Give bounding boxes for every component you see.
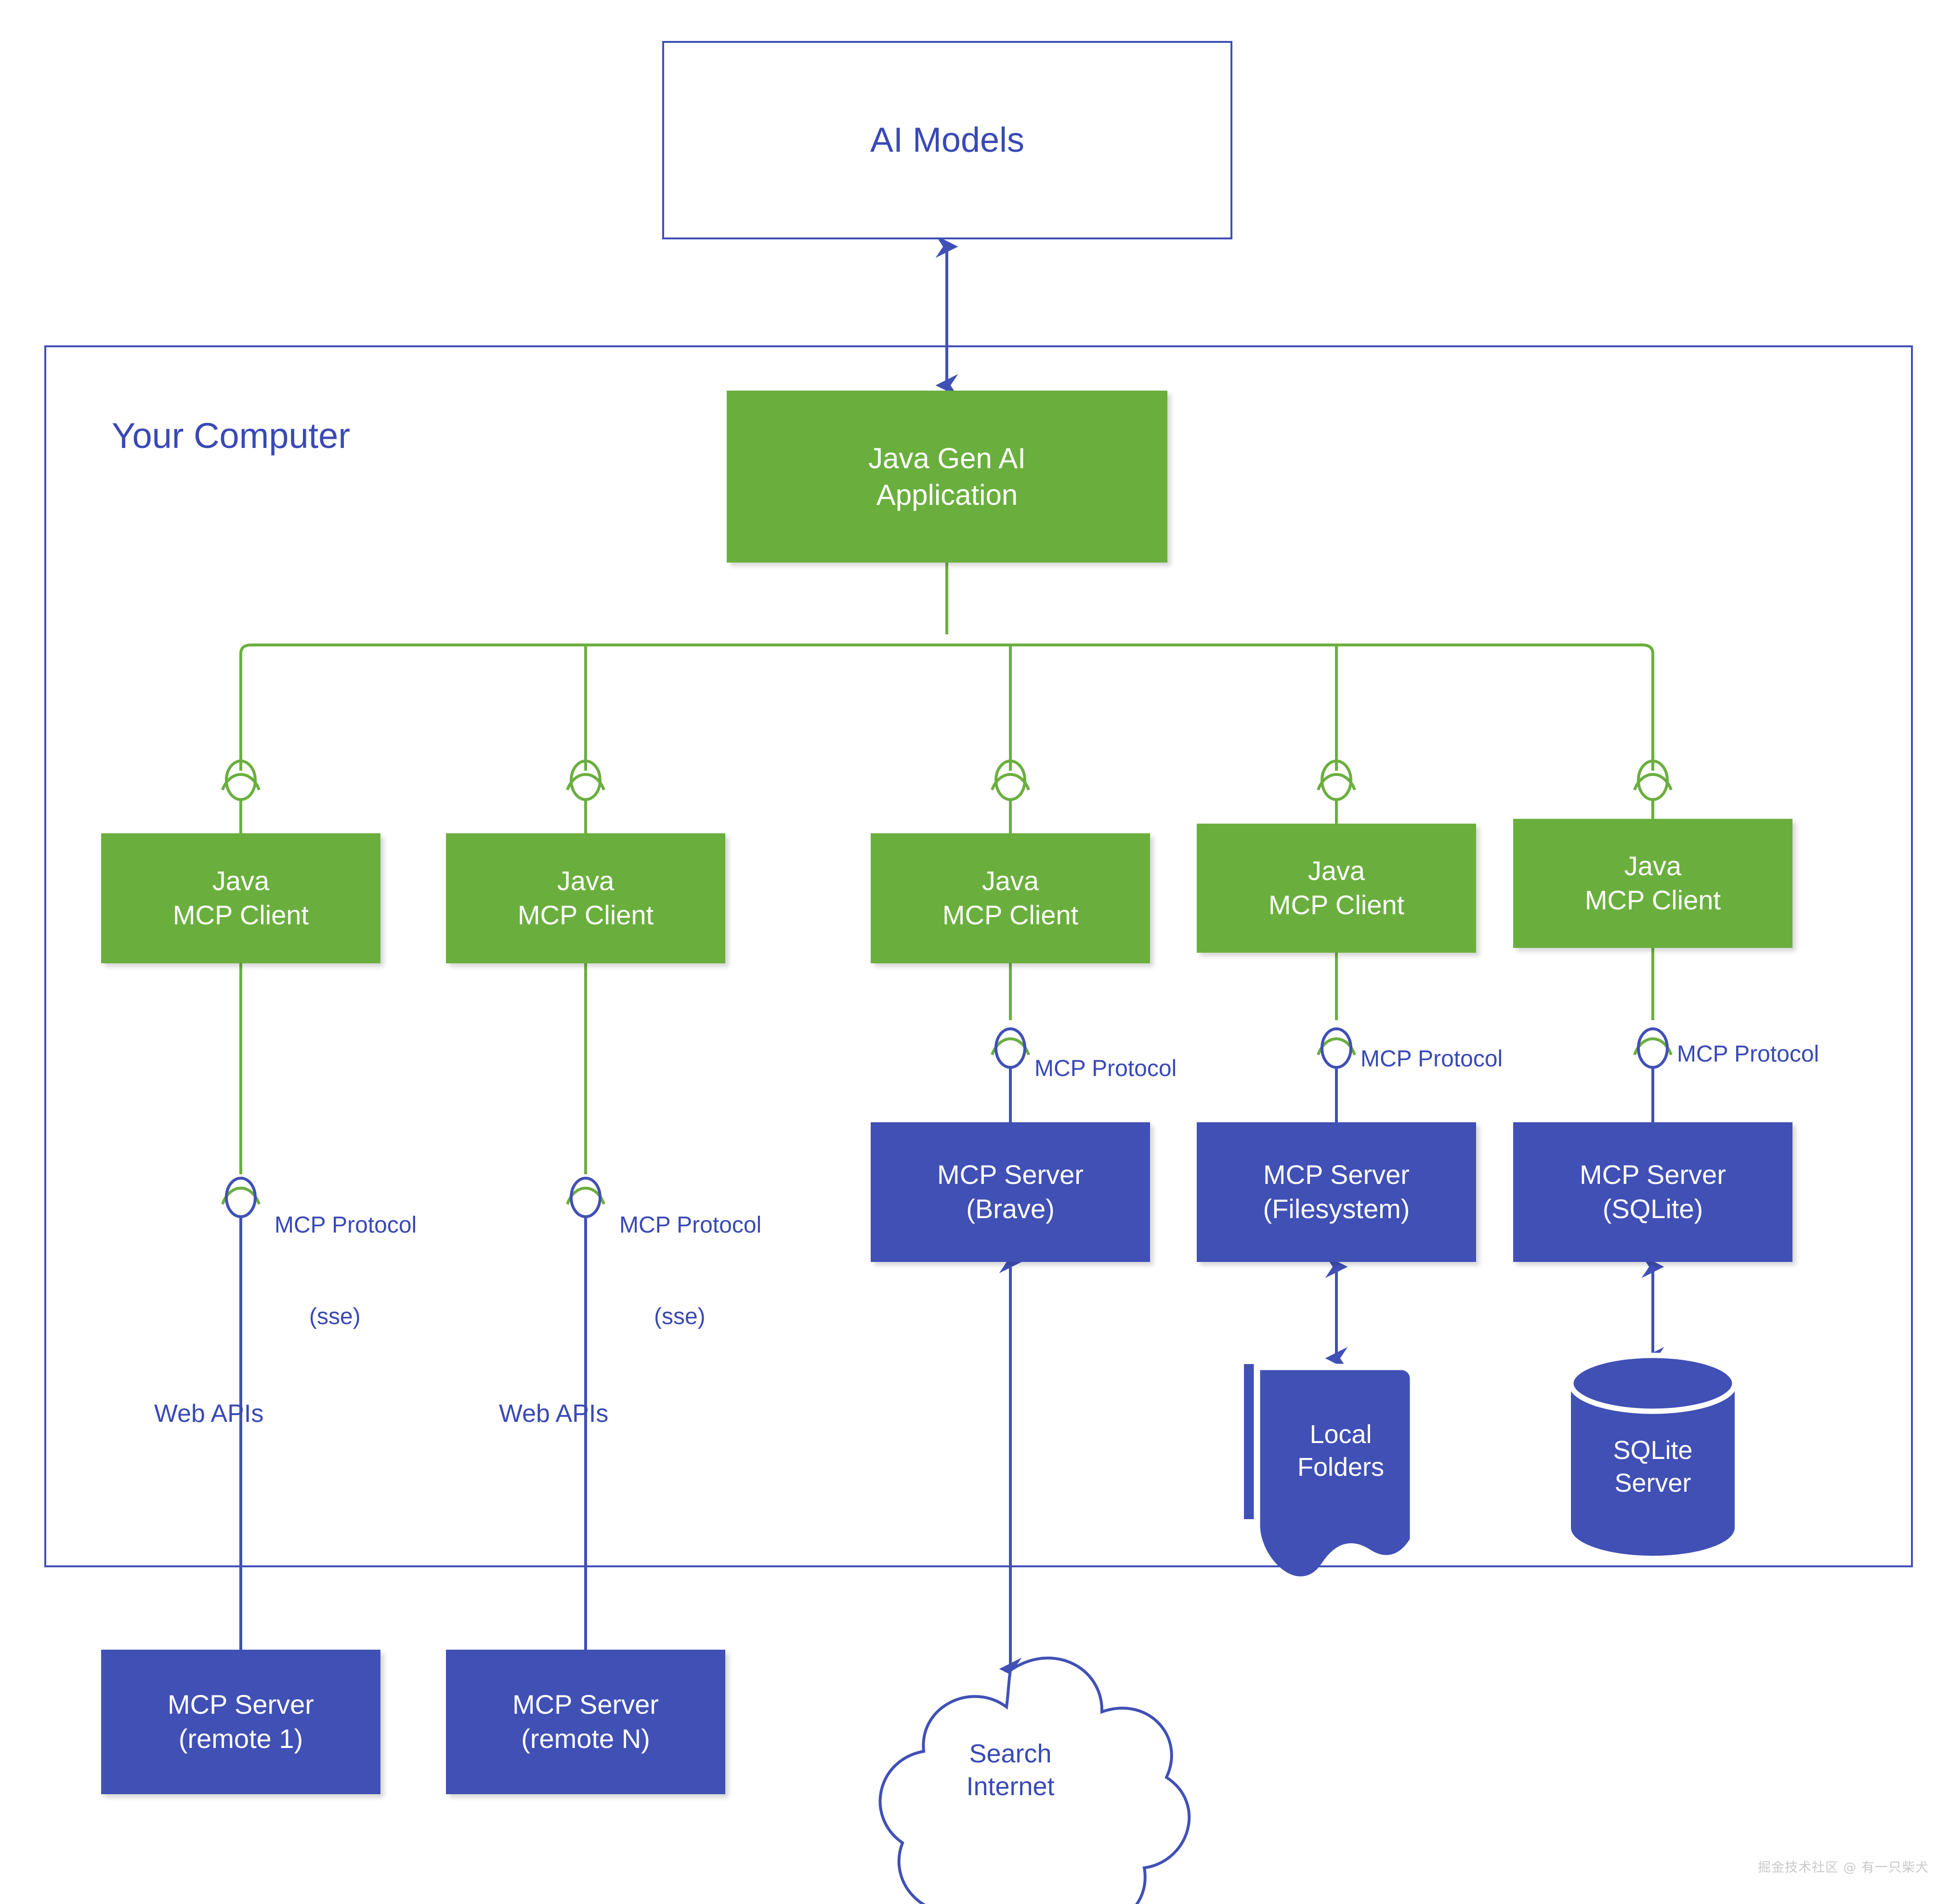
local-folders-line-2: Folders bbox=[1297, 1453, 1385, 1482]
mcp-server-brave-box[interactable] bbox=[871, 1122, 1150, 1262]
sqlite-server-line-2: Server bbox=[1614, 1469, 1691, 1497]
your-computer-boundary bbox=[44, 345, 1913, 1567]
mcp-protocol-label-2: MCP Protocol (sse) bbox=[619, 1149, 761, 1393]
web-apis-label-1: Web APIs bbox=[154, 1400, 264, 1428]
mcp-server-sqlite-label: MCP Server (SQLite) bbox=[1513, 1122, 1792, 1262]
ai-models-box bbox=[662, 41, 1232, 239]
mcp-server-remote-1-label: MCP Server (remote 1) bbox=[101, 1650, 380, 1794]
connector-socket-to-client bbox=[239, 800, 1654, 833]
java-mcp-client-box-1[interactable] bbox=[101, 833, 380, 963]
server-filesystem-line-2: (Filesystem) bbox=[1263, 1194, 1410, 1224]
mcp-server-remote-n-label: MCP Server (remote N) bbox=[446, 1650, 725, 1794]
search-internet-line-1: Search bbox=[969, 1739, 1052, 1768]
client-3-line-1: Java bbox=[981, 866, 1039, 896]
your-computer-label: Your Computer bbox=[112, 416, 350, 456]
java-gen-ai-application-label: Java Gen AI Application bbox=[727, 391, 1167, 563]
local-folders-line-1: Local bbox=[1309, 1419, 1372, 1449]
java-mcp-client-box-4[interactable] bbox=[1197, 824, 1476, 953]
protocol-5-line-1: MCP Protocol bbox=[1677, 1041, 1819, 1067]
protocol-4-line-1: MCP Protocol bbox=[1360, 1046, 1503, 1072]
java-mcp-client-label-1: Java MCP Client bbox=[101, 833, 380, 963]
remote-n-line-1: MCP Server bbox=[512, 1689, 659, 1720]
client-4-line-2: MCP Client bbox=[1268, 890, 1405, 920]
java-mcp-client-label-3: Java MCP Client bbox=[871, 833, 1150, 963]
remote-1-line-2: (remote 1) bbox=[178, 1723, 303, 1754]
java-mcp-client-label-2: Java MCP Client bbox=[446, 833, 725, 963]
watermark: 掘金技术社区 @ 有一只柴犬 bbox=[1757, 1860, 1929, 1875]
client-5-line-1: Java bbox=[1624, 851, 1682, 881]
mcp-server-remote-1-box[interactable] bbox=[101, 1650, 380, 1794]
local-folders-label: Local Folders bbox=[1257, 1379, 1425, 1523]
client-2-line-1: Java bbox=[557, 866, 615, 896]
socket-icons-protocol-row bbox=[221, 1027, 1673, 1218]
client-4-line-1: Java bbox=[1308, 855, 1365, 886]
sqlite-cylinder-shape bbox=[1568, 1352, 1738, 1556]
client-5-line-2: MCP Client bbox=[1584, 885, 1721, 915]
search-internet-cloud-shape bbox=[878, 1656, 1191, 1904]
protocol-3-line-1: MCP Protocol bbox=[1034, 1055, 1177, 1081]
server-sqlite-line-1: MCP Server bbox=[1580, 1159, 1726, 1190]
connector-client-to-protocol bbox=[239, 948, 1654, 1174]
client-1-line-1: Java bbox=[212, 866, 270, 896]
mcp-server-filesystem-label: MCP Server (Filesystem) bbox=[1190, 1122, 1483, 1262]
search-internet-line-2: Internet bbox=[966, 1772, 1055, 1801]
remote-1-line-1: MCP Server bbox=[168, 1689, 314, 1720]
client-2-line-2: MCP Client bbox=[517, 900, 654, 930]
ai-models-label: AI Models bbox=[870, 121, 1025, 159]
java-mcp-client-box-2[interactable] bbox=[446, 833, 725, 963]
java-mcp-client-label-5: Java MCP Client bbox=[1513, 819, 1792, 948]
java-mcp-client-box-3[interactable] bbox=[871, 833, 1150, 963]
mcp-protocol-label-1: MCP Protocol (sse) bbox=[275, 1149, 417, 1393]
server-brave-line-2: (Brave) bbox=[966, 1194, 1055, 1224]
protocol-1-line-1: MCP Protocol bbox=[275, 1212, 417, 1238]
mcp-server-remote-n-box[interactable] bbox=[446, 1650, 725, 1794]
local-folders-shape bbox=[1244, 1364, 1416, 1583]
java-gen-ai-application-box[interactable] bbox=[727, 391, 1167, 563]
java-mcp-client-box-5[interactable] bbox=[1513, 819, 1792, 948]
server-filesystem-line-1: MCP Server bbox=[1263, 1159, 1410, 1190]
app-line-2: Application bbox=[876, 478, 1018, 511]
mcp-server-filesystem-box[interactable] bbox=[1197, 1122, 1476, 1262]
search-internet-label: Search Internet bbox=[895, 1700, 1126, 1840]
client-3-line-2: MCP Client bbox=[942, 900, 1079, 930]
protocol-2-line-2: (sse) bbox=[654, 1303, 706, 1329]
server-brave-line-1: MCP Server bbox=[937, 1159, 1084, 1190]
java-mcp-client-label-4: Java MCP Client bbox=[1197, 824, 1476, 953]
mcp-server-sqlite-box[interactable] bbox=[1513, 1122, 1792, 1262]
client-1-line-2: MCP Client bbox=[172, 900, 309, 930]
server-sqlite-line-2: (SQLite) bbox=[1602, 1194, 1703, 1224]
sqlite-server-label: SQLite Server bbox=[1571, 1397, 1735, 1536]
sqlite-server-line-1: SQLite bbox=[1613, 1435, 1693, 1465]
protocol-1-line-2: (sse) bbox=[309, 1303, 361, 1329]
remote-n-line-2: (remote N) bbox=[521, 1723, 650, 1754]
mcp-server-brave-label: MCP Server (Brave) bbox=[871, 1122, 1150, 1262]
app-line-1: Java Gen AI bbox=[868, 442, 1026, 474]
protocol-2-line-1: MCP Protocol bbox=[619, 1212, 762, 1238]
connector-app-bus bbox=[239, 563, 1654, 771]
web-apis-label-2: Web APIs bbox=[499, 1400, 609, 1428]
connector-protocol-to-server bbox=[239, 1067, 1654, 1650]
